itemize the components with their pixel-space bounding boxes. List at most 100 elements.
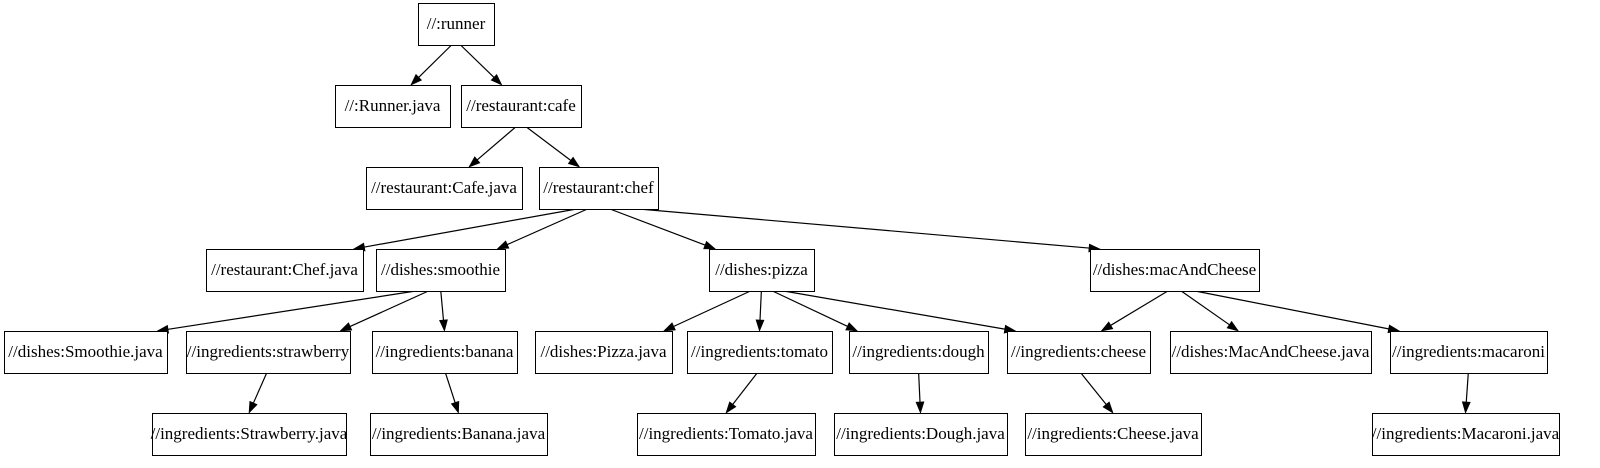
node-label-ing_dough_java: //ingredients:Dough.java	[836, 424, 1005, 443]
node-box-dishes_pizza[interactable]	[709, 249, 815, 292]
graph-node-dishes_smoothie[interactable]: //dishes:smoothie	[376, 249, 506, 292]
graph-node-ing_macaroni_java[interactable]: //ingredients:Macaroni.java	[1372, 413, 1560, 456]
edge-restaurant_cafe-to-restaurant_chef	[526, 126, 572, 161]
node-label-restaurant_chef: //restaurant:chef	[543, 178, 654, 197]
graph-node-dishes_macandcheese_java[interactable]: //dishes:MacAndCheese.java	[1170, 331, 1372, 374]
arrowhead-restaurant_chef-to-dishes_smoothie	[496, 240, 510, 250]
node-label-ing_macaroni_java: //ingredients:Macaroni.java	[1372, 424, 1560, 443]
arrowhead-dishes_macandcheese-to-ing_cheese	[1100, 321, 1114, 332]
node-box-ing_banana[interactable]	[372, 331, 518, 374]
graph-node-dishes_pizza_java[interactable]: //dishes:Pizza.java	[535, 331, 673, 374]
node-label-dishes_pizza: //dishes:pizza	[715, 260, 808, 279]
graph-node-dishes_pizza[interactable]: //dishes:pizza	[709, 249, 815, 292]
graph-node-ing_banana[interactable]: //ingredients:banana	[372, 331, 518, 374]
node-label-dishes_macandcheese: //dishes:macAndCheese	[1093, 260, 1256, 279]
graph-node-ing_strawberry_java[interactable]: //ingredients:Strawberry.java	[151, 413, 348, 456]
graph-node-ing_cheese[interactable]: //ingredients:cheese	[1007, 331, 1151, 374]
edge-restaurant_cafe-to-restaurant_cafe_java	[476, 126, 517, 161]
graph-node-dishes_macandcheese[interactable]: //dishes:macAndCheese	[1090, 249, 1260, 292]
arrowhead-dishes_pizza-to-dishes_pizza_java	[662, 322, 676, 332]
node-box-ing_cheese[interactable]	[1007, 331, 1151, 374]
node-label-ing_tomato_java: //ingredients:Tomato.java	[639, 424, 813, 443]
node-box-ing_banana_java[interactable]	[370, 413, 548, 456]
node-label-ing_macaroni: //ingredients:macaroni	[1392, 342, 1545, 361]
node-box-ing_tomato_java[interactable]	[637, 413, 816, 456]
edge-ing_macaroni-to-ing_macaroni_java	[1465, 372, 1469, 403]
node-box-restaurant_chef_java[interactable]	[206, 249, 364, 292]
node-box-runner[interactable]	[418, 3, 495, 46]
edge-ing_tomato-to-ing_tomato_java	[732, 372, 758, 405]
node-label-ing_dough: //ingredients:dough	[852, 342, 985, 361]
node-box-restaurant_cafe_java[interactable]	[366, 167, 523, 210]
edge-ing_strawberry-to-ing_strawberry_java	[252, 372, 268, 404]
edge-dishes_smoothie-to-dishes_smoothie_java	[167, 290, 416, 330]
graph-node-restaurant_cafe_java[interactable]: //restaurant:Cafe.java	[366, 167, 523, 210]
node-box-runner_java[interactable]	[335, 85, 451, 128]
graph-node-ing_tomato[interactable]: //ingredients:tomato	[687, 331, 833, 374]
node-box-ing_cheese_java[interactable]	[1025, 413, 1202, 456]
graph-node-ing_banana_java[interactable]: //ingredients:Banana.java	[370, 413, 548, 456]
edge-ing_dough-to-ing_dough_java	[918, 372, 921, 403]
edge-dishes_pizza-to-ing_cheese	[783, 290, 1005, 330]
edge-dishes_pizza-to-dishes_pizza_java	[673, 290, 751, 327]
edge-restaurant_chef-to-restaurant_chef_java	[364, 208, 577, 248]
edge-restaurant_chef-to-dishes_pizza	[609, 208, 706, 246]
arrowhead-runner-to-restaurant_cafe	[490, 73, 503, 86]
node-label-dishes_macandcheese_java: //dishes:MacAndCheese.java	[1172, 342, 1370, 361]
edge-restaurant_chef-to-dishes_smoothie	[507, 208, 588, 246]
edge-dishes_pizza-to-ing_dough	[772, 290, 848, 327]
arrowhead-runner-to-runner_java	[410, 73, 423, 86]
graph-node-ing_dough_java[interactable]: //ingredients:Dough.java	[834, 413, 1008, 456]
graph-node-ing_dough[interactable]: //ingredients:dough	[849, 331, 989, 374]
graph-node-restaurant_chef_java[interactable]: //restaurant:Chef.java	[206, 249, 364, 292]
node-box-restaurant_cafe[interactable]	[461, 85, 582, 128]
arrowhead-ing_dough-to-ing_dough_java	[915, 401, 925, 414]
graph-node-ing_macaroni[interactable]: //ingredients:macaroni	[1390, 331, 1548, 374]
node-box-ing_dough[interactable]	[849, 331, 989, 374]
node-label-dishes_pizza_java: //dishes:Pizza.java	[540, 342, 667, 361]
graph-node-restaurant_chef[interactable]: //restaurant:chef	[539, 167, 659, 210]
arrowhead-restaurant_chef-to-dishes_pizza	[703, 240, 717, 250]
node-label-ing_banana_java: //ingredients:Banana.java	[372, 424, 546, 443]
arrowhead-restaurant_cafe-to-restaurant_chef	[567, 156, 581, 168]
node-box-dishes_macandcheese[interactable]	[1090, 249, 1260, 292]
arrowhead-restaurant_cafe-to-restaurant_cafe_java	[468, 156, 481, 168]
node-box-dishes_smoothie_java[interactable]	[4, 331, 168, 374]
node-box-dishes_pizza_java[interactable]	[535, 331, 673, 374]
graph-node-runner[interactable]: //:runner	[418, 3, 495, 46]
graph-node-ing_strawberry[interactable]: //ingredients:strawberry	[186, 331, 351, 374]
edge-dishes_macandcheese-to-ing_cheese	[1110, 290, 1169, 326]
node-box-ing_macaroni_java[interactable]	[1372, 413, 1560, 456]
graph-node-ing_cheese_java[interactable]: //ingredients:Cheese.java	[1025, 413, 1202, 456]
node-box-ing_macaroni[interactable]	[1390, 331, 1548, 374]
node-label-dishes_smoothie: //dishes:smoothie	[381, 260, 500, 279]
arrowhead-ing_macaroni-to-ing_macaroni_java	[1461, 401, 1471, 414]
node-label-restaurant_cafe: //restaurant:cafe	[466, 96, 576, 115]
graph-node-ing_tomato_java[interactable]: //ingredients:Tomato.java	[637, 413, 816, 456]
node-box-ing_dough_java[interactable]	[834, 413, 1008, 456]
node-box-ing_strawberry_java[interactable]	[152, 413, 347, 456]
node-box-dishes_macandcheese_java[interactable]	[1170, 331, 1372, 374]
edge-dishes_smoothie-to-ing_banana	[440, 290, 445, 321]
graph-node-restaurant_cafe[interactable]: //restaurant:cafe	[461, 85, 582, 128]
node-box-ing_strawberry[interactable]	[186, 331, 351, 374]
edge-ing_cheese-to-ing_cheese_java	[1080, 372, 1107, 405]
arrowhead-ing_strawberry-to-ing_strawberry_java	[248, 400, 258, 414]
graph-node-runner_java[interactable]: //:Runner.java	[335, 85, 451, 128]
edge-ing_banana-to-ing_banana_java	[444, 372, 456, 403]
node-label-ing_strawberry_java: //ingredients:Strawberry.java	[151, 424, 348, 443]
node-label-dishes_smoothie_java: //dishes:Smoothie.java	[8, 342, 163, 361]
node-label-ing_cheese_java: //ingredients:Cheese.java	[1027, 424, 1199, 443]
node-label-runner_java: //:Runner.java	[345, 96, 441, 115]
edge-dishes_pizza-to-ing_tomato	[759, 290, 762, 321]
node-label-ing_strawberry: //ingredients:strawberry	[187, 342, 350, 361]
arrowhead-dishes_macandcheese-to-dishes_macandcheese_java	[1226, 320, 1240, 332]
node-box-ing_tomato[interactable]	[687, 331, 833, 374]
node-label-runner: //:runner	[427, 14, 486, 33]
node-box-restaurant_chef[interactable]	[539, 167, 659, 210]
node-box-dishes_smoothie[interactable]	[376, 249, 506, 292]
graph-node-dishes_smoothie_java[interactable]: //dishes:Smoothie.java	[4, 331, 168, 374]
arrowhead-dishes_smoothie-to-ing_banana	[439, 319, 448, 332]
nodes-layer: //:runner //:Runner.java //restaurant:cafe…	[4, 3, 1560, 456]
